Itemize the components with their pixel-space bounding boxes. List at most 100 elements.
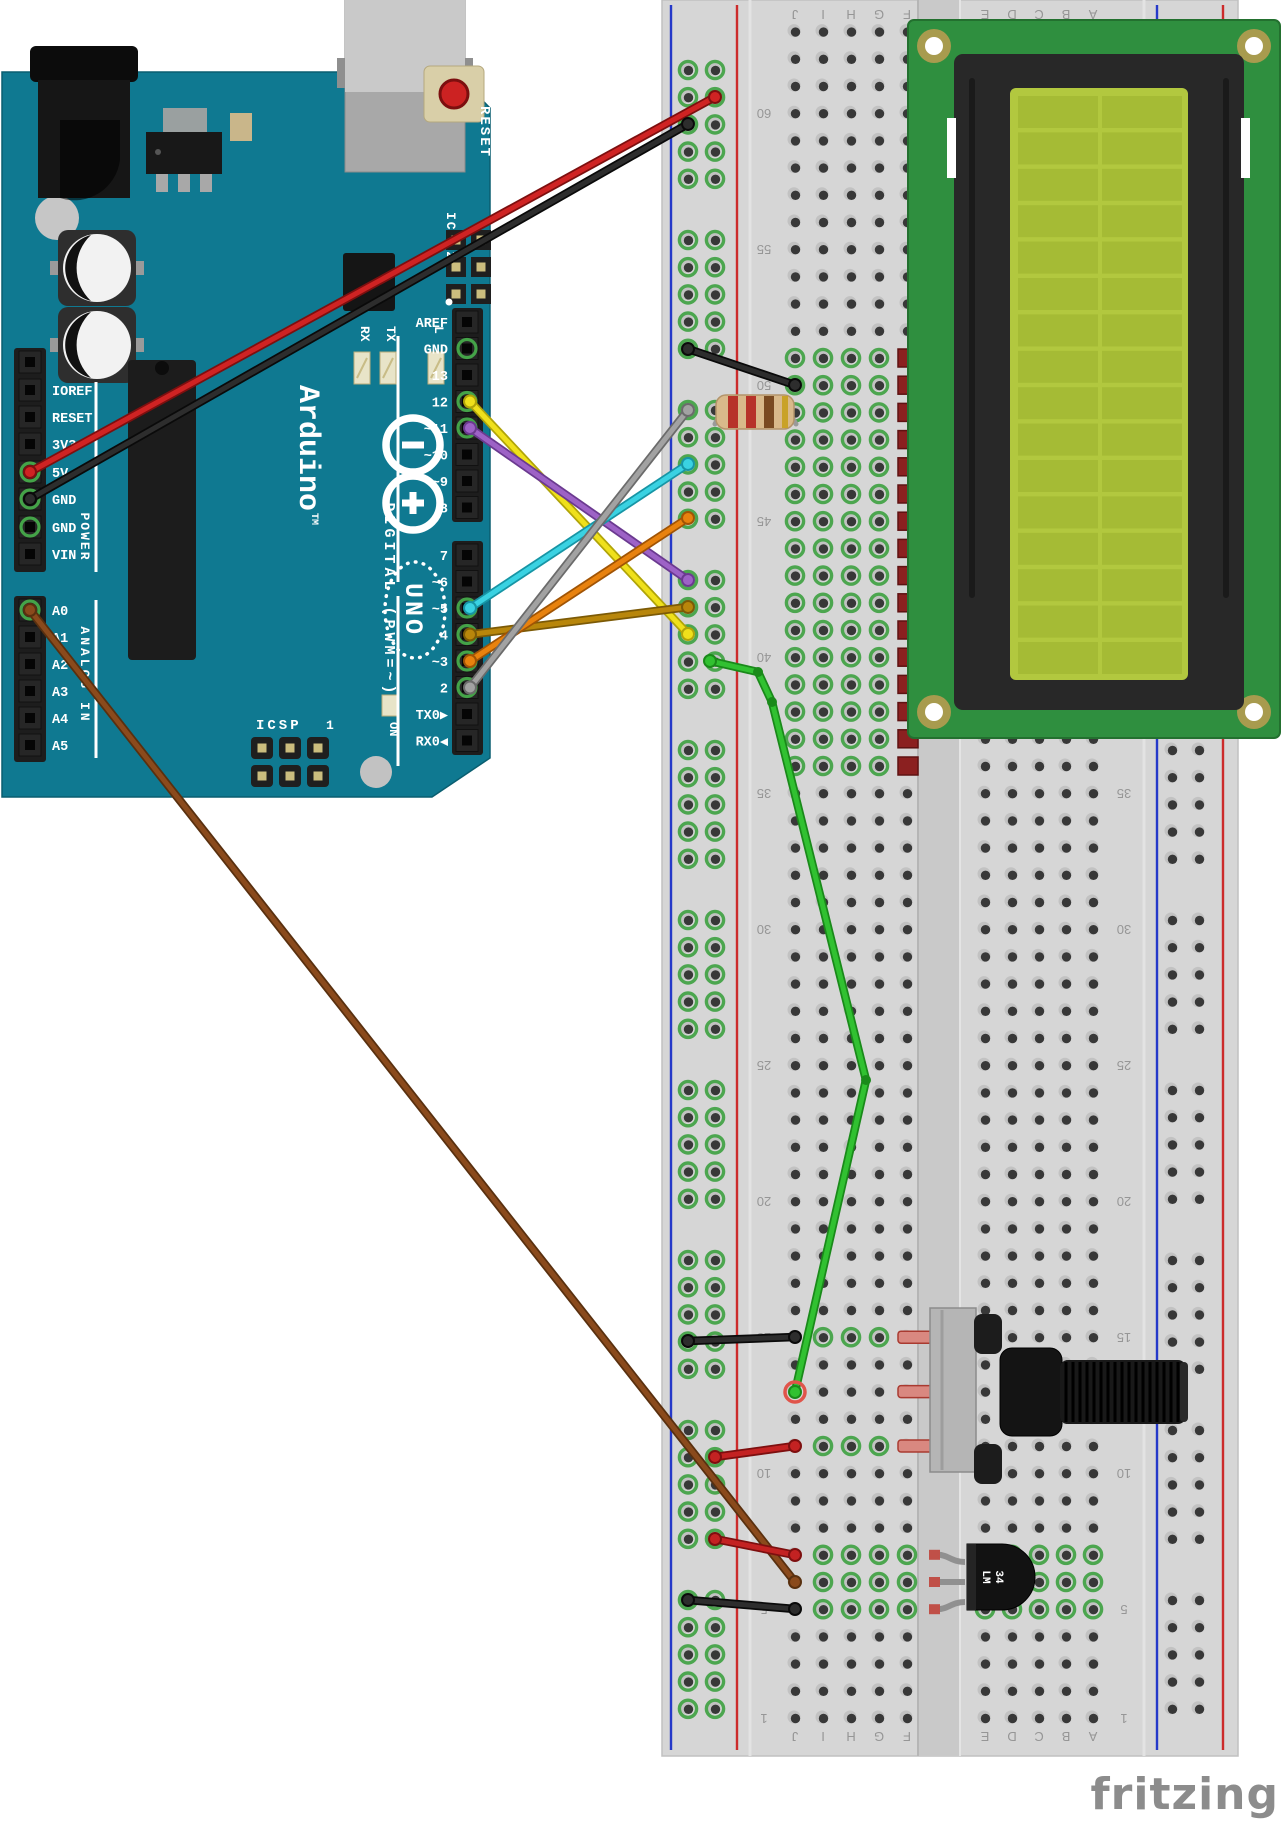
electrolytic-capacitors bbox=[50, 230, 144, 383]
svg-text:GND: GND bbox=[424, 344, 448, 359]
svg-text:TX0▶: TX0▶ bbox=[416, 709, 449, 724]
wire-d4-olive[interactable] bbox=[463, 600, 695, 642]
svg-text:RESET: RESET bbox=[52, 412, 93, 427]
svg-text:J: J bbox=[792, 7, 799, 22]
wires bbox=[23, 90, 871, 1616]
svg-text:1: 1 bbox=[1120, 1711, 1127, 1726]
svg-text:DIGITAL (PWM=~): DIGITAL (PWM=~) bbox=[380, 502, 397, 697]
svg-text:~9: ~9 bbox=[432, 476, 448, 491]
svg-text:A: A bbox=[1088, 1729, 1097, 1744]
svg-text:UNO: UNO bbox=[398, 583, 427, 637]
svg-text:POWER: POWER bbox=[77, 512, 92, 561]
svg-text:B: B bbox=[1062, 7, 1071, 22]
wire-a0-brown[interactable] bbox=[23, 603, 802, 1589]
svg-text:A5: A5 bbox=[52, 740, 68, 755]
svg-text:IOREF: IOREF bbox=[52, 385, 93, 400]
svg-text:F: F bbox=[903, 7, 911, 22]
silk-lines bbox=[94, 336, 400, 766]
svg-text:40: 40 bbox=[757, 650, 771, 665]
wire-wiper-green[interactable] bbox=[703, 654, 871, 1404]
svg-text:25: 25 bbox=[757, 1058, 771, 1073]
pot-knob[interactable] bbox=[999, 1347, 1063, 1437]
svg-text:50: 50 bbox=[757, 378, 771, 393]
smd-component bbox=[230, 113, 252, 141]
svg-text:H: H bbox=[846, 7, 855, 22]
svg-text:60: 60 bbox=[757, 106, 771, 121]
arduino-logo: ArduinoTM UNO bbox=[290, 385, 447, 660]
svg-text:8: 8 bbox=[440, 503, 448, 518]
svg-text:4: 4 bbox=[440, 630, 448, 645]
wire-5v-red[interactable] bbox=[23, 90, 722, 479]
svg-text:30: 30 bbox=[757, 922, 771, 937]
lcd-character-cells bbox=[1018, 96, 1182, 674]
jumper-5v-lm34-red[interactable] bbox=[708, 1532, 802, 1562]
svg-text:7: 7 bbox=[440, 550, 448, 565]
connection-rings bbox=[677, 59, 1104, 1720]
jumper-gnd-lm34-black[interactable] bbox=[681, 1593, 802, 1616]
svg-text:RX: RX bbox=[357, 326, 372, 342]
svg-text:2: 2 bbox=[440, 683, 448, 698]
svg-text:G: G bbox=[874, 7, 884, 22]
arduino-uno-board[interactable]: RESETICSP2ICSP1RXTXLONArduinoTMUNOPOWERA… bbox=[1, 0, 492, 798]
svg-text:1: 1 bbox=[326, 718, 334, 733]
voltage-regulator bbox=[146, 108, 222, 192]
svg-text:34: 34 bbox=[992, 1570, 1004, 1584]
jumper-5v-pot-red[interactable] bbox=[708, 1439, 802, 1464]
mounting-hole bbox=[35, 196, 79, 240]
svg-text:20: 20 bbox=[1117, 1194, 1131, 1209]
svg-text:D: D bbox=[1007, 1729, 1016, 1744]
svg-text:A: A bbox=[1088, 7, 1097, 22]
svg-text:15: 15 bbox=[1117, 1330, 1131, 1345]
svg-text:~6: ~6 bbox=[432, 577, 448, 592]
svg-text:10: 10 bbox=[757, 1466, 771, 1481]
svg-text:E: E bbox=[980, 1729, 989, 1744]
svg-text:A0: A0 bbox=[52, 605, 68, 620]
wire-d12-yellow[interactable] bbox=[463, 394, 695, 641]
svg-text:B: B bbox=[1062, 1729, 1071, 1744]
wire-gnd-black[interactable] bbox=[23, 117, 695, 506]
wire-d2-gray[interactable] bbox=[463, 403, 695, 695]
icsp-header: ICSP 1 bbox=[251, 718, 334, 787]
svg-text:45: 45 bbox=[757, 514, 771, 529]
svg-text:10: 10 bbox=[1117, 1466, 1131, 1481]
svg-text:G: G bbox=[874, 1729, 884, 1744]
svg-text:I: I bbox=[821, 7, 825, 22]
svg-text:AREF: AREF bbox=[416, 317, 448, 332]
svg-text:I: I bbox=[821, 1729, 825, 1744]
wire-d11-violet[interactable] bbox=[463, 421, 695, 587]
svg-text:E: E bbox=[980, 7, 989, 22]
svg-text:L: L bbox=[431, 326, 446, 334]
potentiometer[interactable] bbox=[897, 1307, 1188, 1484]
svg-text:~5: ~5 bbox=[432, 603, 448, 618]
mounting-hole bbox=[360, 756, 392, 788]
jumper-gnd-pot-black[interactable] bbox=[681, 1330, 802, 1348]
reset-button[interactable] bbox=[423, 65, 485, 123]
svg-text:55: 55 bbox=[757, 242, 771, 257]
svg-text:RX0◀: RX0◀ bbox=[416, 736, 449, 751]
svg-text:C: C bbox=[1034, 1729, 1043, 1744]
svg-text:A3: A3 bbox=[52, 686, 68, 701]
wire-d5-cyan[interactable] bbox=[463, 457, 695, 615]
jumper-gnd-lcd-black[interactable] bbox=[681, 342, 802, 392]
resistor-220ohm[interactable] bbox=[712, 394, 799, 430]
svg-text:GND: GND bbox=[52, 494, 76, 509]
svg-text:F: F bbox=[903, 1729, 911, 1744]
fritzing-logo: fritzing bbox=[1090, 1769, 1279, 1820]
usb-connector bbox=[337, 0, 473, 173]
svg-text:12: 12 bbox=[432, 397, 448, 412]
svg-text:13: 13 bbox=[432, 370, 448, 385]
lcd-display-16x2[interactable] bbox=[897, 19, 1281, 776]
svg-text:RESET: RESET bbox=[476, 106, 492, 158]
svg-text:GND: GND bbox=[52, 522, 76, 537]
svg-text:ICSP: ICSP bbox=[256, 718, 302, 734]
svg-text:J: J bbox=[792, 1729, 799, 1744]
svg-text:C: C bbox=[1034, 7, 1043, 22]
svg-text:D: D bbox=[1007, 7, 1016, 22]
svg-text:ArduinoTM: ArduinoTM bbox=[290, 385, 324, 525]
svg-text:20: 20 bbox=[757, 1194, 771, 1209]
svg-text:LM: LM bbox=[979, 1570, 991, 1584]
svg-text:~10: ~10 bbox=[424, 450, 448, 465]
